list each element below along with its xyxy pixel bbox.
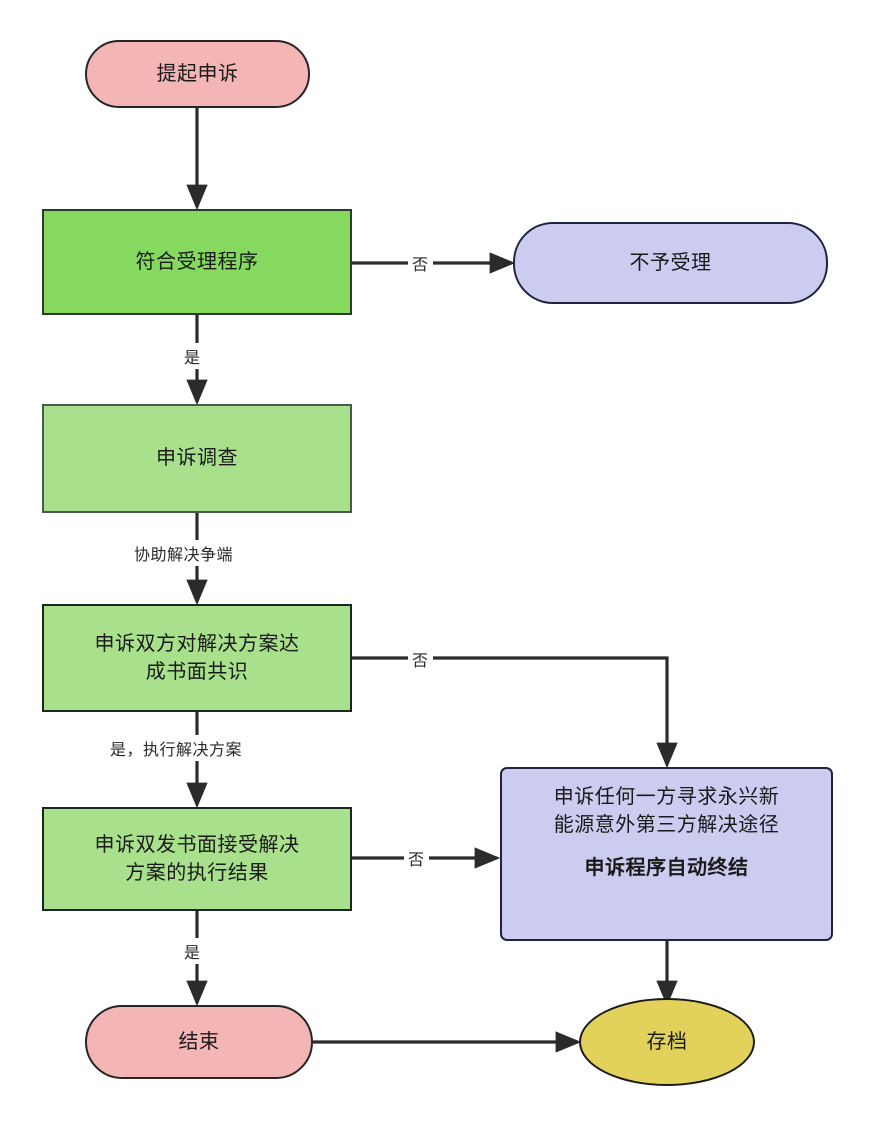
node-consensus-label-line1: 申诉双方对解决方案达 xyxy=(94,632,300,655)
node-investigate[interactable]: 申诉调查 xyxy=(42,404,352,513)
edge-label-acceptresult-end: 是 xyxy=(180,938,205,964)
node-end-label: 结束 xyxy=(178,1030,220,1053)
edge-label-investigate-consensus: 协助解决争端 xyxy=(130,540,238,566)
edge-label-consensus-acceptresult: 是，执行解决方案 xyxy=(106,735,247,761)
node-investigate-label: 申诉调查 xyxy=(156,447,238,470)
node-consensus[interactable]: 申诉双方对解决方案达 成书面共识 xyxy=(42,604,352,712)
node-reject[interactable]: 不予受理 xyxy=(513,222,828,304)
edge-label-acceptresult-thirdparty: 否 xyxy=(404,845,429,871)
node-consensus-label-line2: 成书面共识 xyxy=(145,661,249,683)
node-third-party-label-line2: 能源意外第三方解决途径 xyxy=(553,814,780,837)
edge-label-accept-investigate: 是 xyxy=(180,343,205,369)
node-accept-result-label-line1: 申诉双发书面接受解决 xyxy=(94,833,300,856)
edge-consensus-thirdparty xyxy=(352,656,678,769)
node-third-party[interactable]: 申诉任何一方寻求永兴新 能源意外第三方解决途径 申诉程序自动终结 xyxy=(500,767,833,941)
node-accept[interactable]: 符合受理程序 xyxy=(42,209,352,315)
node-archive-label: 存档 xyxy=(646,1030,688,1053)
node-third-party-label-line3: 申诉程序自动终结 xyxy=(584,856,749,879)
node-accept-label: 符合受理程序 xyxy=(135,250,259,273)
node-end[interactable]: 结束 xyxy=(85,1005,313,1079)
node-third-party-label-line1: 申诉任何一方寻求永兴新 xyxy=(553,786,780,808)
node-start[interactable]: 提起申诉 xyxy=(85,40,310,108)
node-accept-result-label-line2: 方案的执行结果 xyxy=(125,862,269,884)
node-archive[interactable]: 存档 xyxy=(579,998,755,1086)
node-reject-label: 不予受理 xyxy=(629,251,712,274)
edge-label-consensus-thirdparty: 否 xyxy=(408,646,433,672)
node-start-label: 提起申诉 xyxy=(156,62,239,85)
edge-label-accept-reject: 否 xyxy=(408,250,433,276)
node-accept-result[interactable]: 申诉双发书面接受解决 方案的执行结果 xyxy=(42,807,352,911)
